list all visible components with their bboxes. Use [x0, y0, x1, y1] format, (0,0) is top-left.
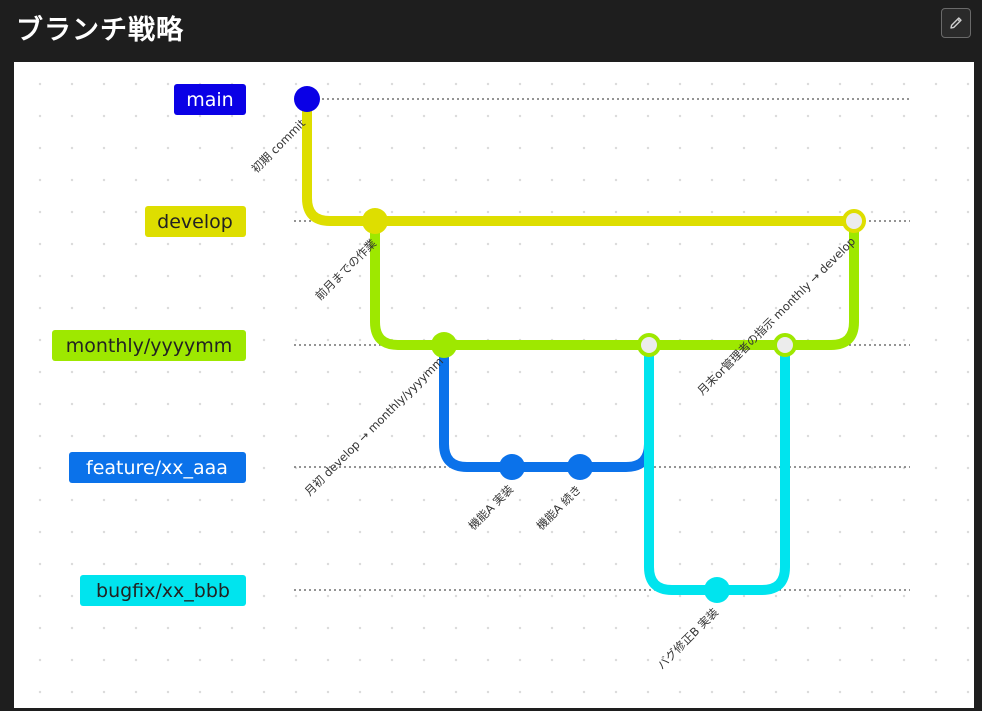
commit-node-develop-prev[interactable]: [362, 208, 388, 234]
commit-label-initial: 初期 commit: [249, 116, 309, 176]
branch-label-feature: feature/xx_aaa: [69, 452, 246, 483]
commit-node-monthly-start[interactable]: [431, 332, 457, 358]
commit-label-monthly-start: 月初 develop → monthly/yyyymm: [302, 354, 446, 498]
commit-node-develop-merge[interactable]: [842, 209, 866, 233]
commit-label-monthly-to-develop: 月末or管理者の指示 monthly → develop: [694, 234, 858, 398]
feature-branch-path: [439, 345, 654, 472]
branch-label-main: main: [174, 84, 246, 115]
branch-label-main-bg: [174, 84, 246, 115]
guide-lines: [294, 98, 910, 591]
branch-label-develop: develop: [145, 206, 246, 237]
diagram-canvas: 初期 commit 前月までの作業 月初 develop → monthly/y…: [14, 62, 974, 708]
pencil-icon: [950, 17, 962, 29]
branch-label-bugfix-bg: [80, 575, 246, 606]
branch-label-monthly-bg: [52, 330, 246, 361]
branch-label-bugfix: bugfix/xx_bbb: [80, 575, 246, 606]
branch-label-feature-text: feature/xx_aaa: [86, 457, 228, 479]
branch-label-feature-bg: [69, 452, 246, 483]
branch-label-monthly: monthly/yyyymm: [52, 330, 246, 361]
commit-label-feature-a2: 機能A 続き: [534, 482, 585, 533]
monthly-branch-path: [370, 221, 859, 350]
commit-node-feature-a1[interactable]: [499, 454, 525, 480]
branch-label-develop-bg: [145, 206, 246, 237]
edit-button[interactable]: [941, 8, 971, 38]
commit-label-bugfix-b: バグ修正B 実装: [654, 605, 721, 672]
commit-node-monthly-merge-feature[interactable]: [637, 333, 661, 357]
branch-graph: 初期 commit 前月までの作業 月初 develop → monthly/y…: [52, 84, 910, 672]
develop-branch-path: [302, 99, 854, 226]
commit-node-monthly-merge-bugfix[interactable]: [773, 333, 797, 357]
commit-label-feature-a1: 機能A 実装: [466, 482, 517, 533]
branch-label-develop-text: develop: [157, 211, 233, 233]
branch-label-monthly-text: monthly/yyyymm: [66, 335, 233, 357]
commit-node-bugfix-b[interactable]: [704, 577, 730, 603]
branch-label-bugfix-text: bugfix/xx_bbb: [96, 580, 230, 602]
commit-node-feature-a2[interactable]: [567, 454, 593, 480]
branch-label-main-text: main: [186, 89, 233, 111]
page-title: ブランチ戦略: [16, 15, 184, 46]
commit-label-develop-prev: 前月までの作業: [312, 236, 379, 303]
commit-node-initial[interactable]: [294, 86, 320, 112]
header: ブランチ戦略: [0, 0, 982, 56]
